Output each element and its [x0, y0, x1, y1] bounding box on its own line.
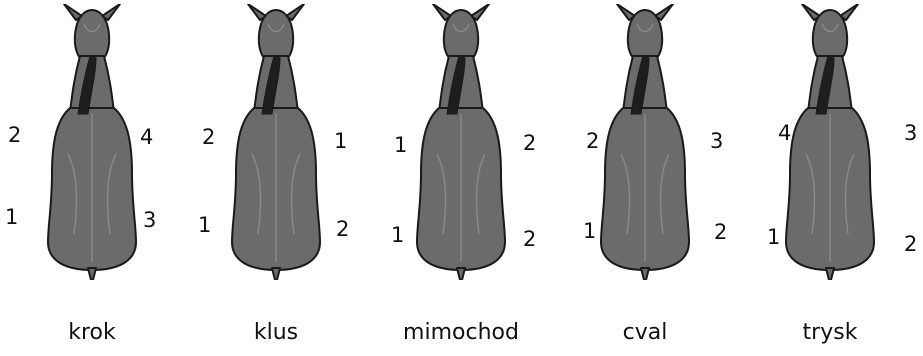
front-right-number: 2 [523, 133, 536, 154]
front-left-number: 1 [394, 135, 407, 156]
hind-left-number: 1 [198, 215, 211, 236]
front-right-number: 3 [710, 131, 723, 152]
front-left-number: 2 [202, 127, 215, 148]
front-left-number: 2 [586, 131, 599, 152]
hind-right-number: 3 [143, 210, 156, 231]
horse-topview-icon [591, 4, 699, 280]
front-left-number: 2 [8, 125, 21, 146]
gait-label: mimochod [369, 322, 553, 344]
hind-left-number: 1 [583, 221, 596, 242]
horse-topview-icon [38, 4, 146, 280]
horse-topview-icon [222, 4, 330, 280]
hind-left-number: 1 [5, 207, 18, 228]
hind-right-number: 2 [904, 234, 917, 255]
front-left-number: 4 [778, 123, 791, 144]
horse-topview-icon [407, 4, 515, 280]
gait-label: cval [553, 322, 737, 344]
gait-mimochod: 1 2 1 2 mimochod [369, 0, 553, 356]
gait-cval: 2 3 1 2 cval [553, 0, 737, 356]
front-right-number: 4 [140, 127, 153, 148]
hind-right-number: 2 [523, 229, 536, 250]
hind-left-number: 1 [391, 225, 404, 246]
horse-topview-icon [776, 4, 884, 280]
gait-krok: 2 4 1 3 krok [0, 0, 184, 356]
hind-left-number: 1 [767, 227, 780, 248]
hind-right-number: 2 [714, 222, 727, 243]
gait-klus: 2 1 1 2 klus [184, 0, 368, 356]
gait-trysk: 4 3 1 2 trysk [738, 0, 922, 356]
gait-label: klus [184, 322, 368, 344]
gait-label: trysk [738, 322, 922, 344]
gait-label: krok [0, 322, 184, 344]
hind-right-number: 2 [336, 219, 349, 240]
front-right-number: 3 [904, 123, 917, 144]
front-right-number: 1 [334, 131, 347, 152]
